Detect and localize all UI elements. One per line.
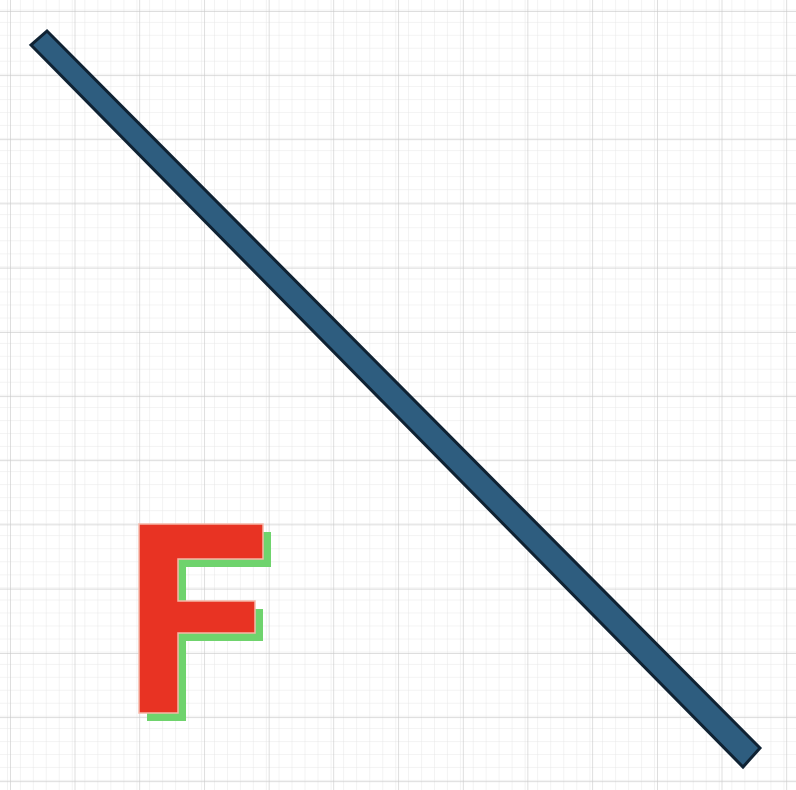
letter-f-group[interactable] <box>138 523 271 721</box>
letter-f[interactable] <box>138 523 264 714</box>
diagonal-bar[interactable] <box>28 28 763 770</box>
